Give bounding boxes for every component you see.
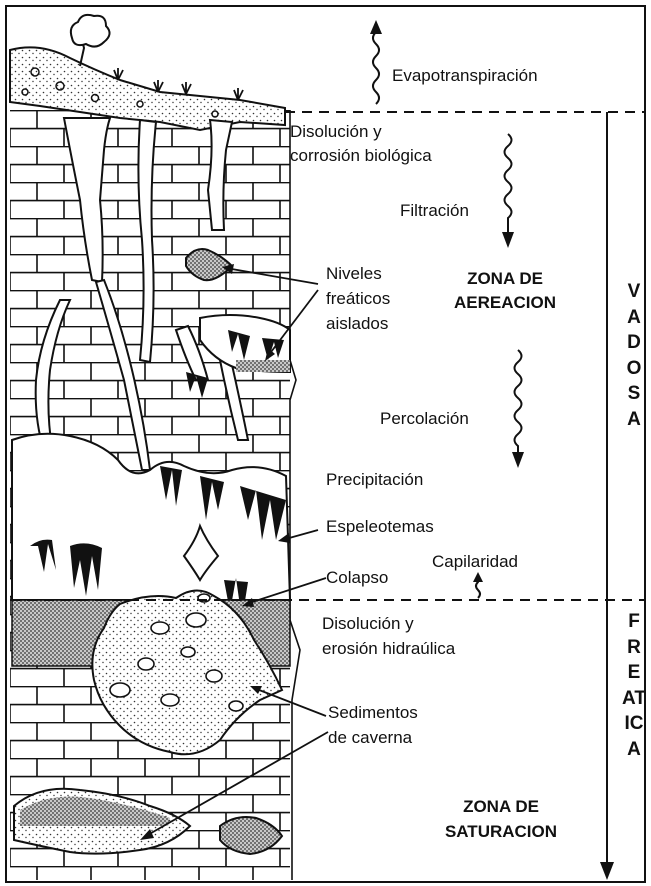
label-colapso: Colapso (326, 567, 388, 588)
label-precipitacion: Precipitación (326, 469, 423, 490)
label-disolucion-line2: corrosión biológica (290, 145, 432, 166)
evapotranspiration-arrow (373, 30, 379, 104)
label-percolacion: Percolación (380, 408, 469, 429)
perched-water-lower-pool (236, 360, 290, 372)
zone-freatica-vertical: FREATICA (622, 609, 646, 762)
zone-saturacion-line1: ZONA DE (426, 796, 576, 818)
label-niveles-line3: aislados (326, 313, 388, 334)
label-niveles-line1: Niveles (326, 263, 382, 284)
filtration-arrow (505, 134, 512, 236)
label-espeleotemas: Espeleotemas (326, 516, 434, 537)
zone-aeracion-line1: ZONA DE (440, 268, 570, 290)
zone-saturacion-line2: SATURACION (426, 821, 576, 843)
label-sedimentos-line1: Sedimentos (328, 702, 418, 723)
label-erosion-line2: erosión hidraúlica (322, 638, 455, 659)
label-erosion-line1: Disolución y (322, 613, 414, 634)
label-capilaridad: Capilaridad (432, 551, 518, 572)
zone-aeracion-line2: AEREACION (440, 292, 570, 314)
zone-vadosa-vertical: VADOSA (622, 279, 646, 432)
label-disolucion-line1: Disolución y (290, 121, 382, 142)
zone-axis-arrowhead (600, 862, 614, 880)
label-niveles-line2: freáticos (326, 288, 390, 309)
percolation-arrow (515, 350, 522, 456)
label-filtracion: Filtración (400, 200, 469, 221)
process-arrows (373, 30, 522, 598)
label-sedimentos-line2: de caverna (328, 727, 412, 748)
rock-right-edge (290, 110, 300, 880)
label-evapotranspiracion: Evapotranspiración (392, 65, 538, 86)
tree (71, 15, 110, 66)
